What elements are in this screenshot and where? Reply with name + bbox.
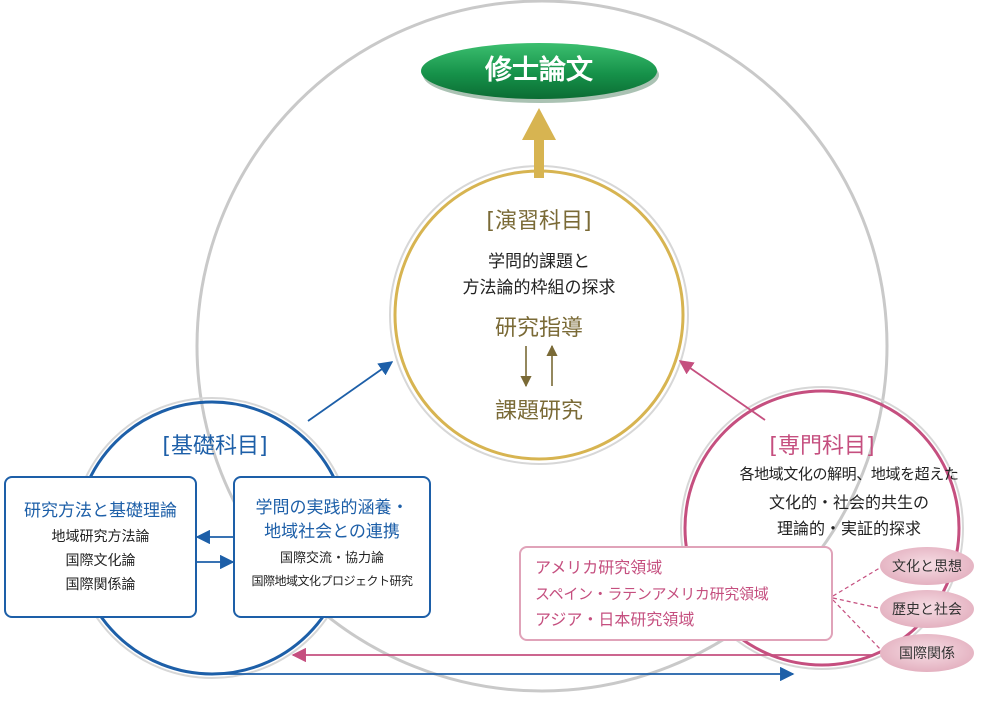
theme-connector-1 [832,565,884,597]
basic-box-2: 学問の実践的涵養・ 地域社会との連携 国際交流・協力論 国際地域文化プロジェクト… [233,476,431,618]
specialized-circle [683,389,961,667]
outer-ring [195,0,889,693]
basic-to-seminar-arrow [307,361,394,422]
thesis-arrow-head [522,108,556,140]
basic-box-1-item: 国際関係論 [65,577,136,593]
theme-connector-2 [832,597,884,610]
theme-label: 文化と思想 [892,559,962,575]
basic-box-2-heading: 地域社会との連携 [264,522,400,542]
basic-box-2-item: 国際地域文化プロジェクト研究 [251,574,413,588]
thesis-arrow-shaft [534,138,544,178]
theme-pill-3 [880,634,974,672]
basic-box-1-item: 国際文化論 [65,553,136,569]
seminar-desc-line2: 方法論的枠組の探求 [462,278,616,298]
theme-connector-3 [832,599,884,653]
seminar-desc-line1: 学問的課題と [488,252,590,272]
basic-box-1: 研究方法と基礎理論 地域研究方法論 国際文化論 国際関係論 [4,476,197,618]
specialized-circle-halo [680,386,964,670]
specialized-area-item: スペイン・ラテンアメリカ研究領域 [535,585,769,603]
basic-box-1-heading: 研究方法と基礎理論 [24,501,177,521]
specialized-desc-line2: 文化的・社会的共生の [768,493,929,512]
basic-box-2-item: 国際交流・協力論 [279,551,384,566]
thesis-label: 修士論文 [485,55,593,86]
specialized-area-item: アメリカ研究領域 [535,558,663,577]
seminar-guidance: 研究指導 [494,316,583,341]
theme-label: 歴史と社会 [892,602,962,618]
specialized-title: [専門科目] [769,434,875,459]
thesis-ellipse [421,43,657,99]
basic-box-1-item: 地域研究方法論 [51,529,150,545]
theme-pill-1 [880,547,974,585]
basic-title: [基礎科目] [162,434,268,459]
specialized-desc-line3: 理論的・実証的探求 [776,519,921,538]
basic-box-2-heading: 学問の実践的涵養・ [255,498,409,518]
specialized-desc-line1: 各地域文化の解明、地域を超えた [739,465,959,483]
specialized-area-item: アジア・日本研究領域 [535,610,695,629]
theme-pill-2 [880,590,974,628]
seminar-title: [演習科目] [486,209,592,234]
specialized-to-seminar-arrow [678,360,766,421]
seminar-project: 課題研究 [494,399,583,424]
theme-label: 国際関係 [899,646,955,662]
specialized-areas-box: アメリカ研究領域 スペイン・ラテンアメリカ研究領域 アジア・日本研究領域 [519,546,833,641]
